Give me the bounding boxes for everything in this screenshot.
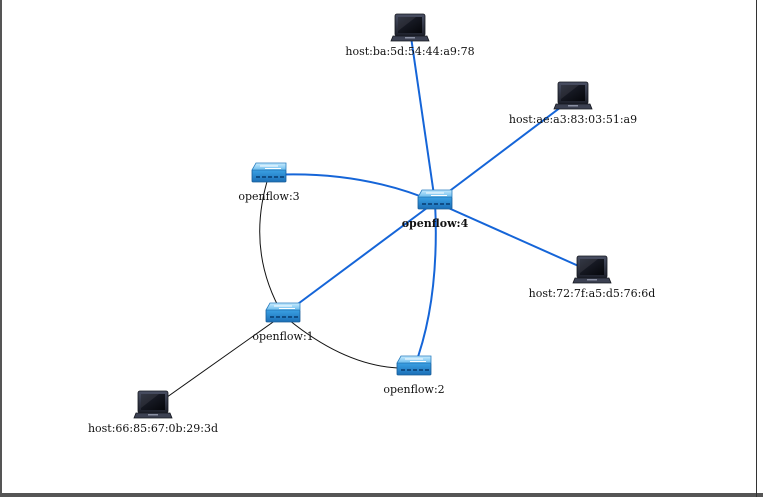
node-label: host:ae:a3:83:03:51:a9 [509, 113, 637, 126]
node-label: openflow:2 [383, 383, 444, 396]
links-layer [152, 29, 593, 408]
switch-icon [396, 355, 432, 376]
link-openflow-4-to-host-72-7f-a5-d5-76-6d[interactable] [434, 201, 593, 273]
host-node-host-ba-5d-54-44-a9-78[interactable]: host:ba:5d:54:44:a9:78 [345, 13, 475, 58]
link-openflow-4-to-openflow-1[interactable] [282, 201, 436, 316]
switch-icon [265, 302, 301, 323]
node-label: openflow:3 [238, 190, 299, 203]
link-openflow-4-to-openflow-2[interactable] [413, 201, 437, 369]
laptop-icon [390, 13, 430, 42]
link-openflow-4-to-host-ba-5d-54-44-a9-78[interactable] [409, 29, 436, 203]
canvas-divider [756, 0, 757, 497]
nodes-layer: host:ba:5d:54:44:a9:78 host:ae:a3:83:03:5… [88, 13, 656, 435]
switch-node-openflow-2[interactable]: openflow:2 [383, 355, 445, 396]
switch-node-openflow-1[interactable]: openflow:1 [252, 302, 314, 343]
laptop-icon [553, 81, 593, 110]
node-label: openflow:4 [402, 217, 469, 230]
host-node-host-ae-a3-83-03-51-a9[interactable]: host:ae:a3:83:03:51:a9 [509, 81, 637, 126]
host-node-host-72-7f-a5-d5-76-6d[interactable]: host:72:7f:a5:d5:76:6d [529, 255, 656, 300]
node-label: host:66:85:67:0b:29:3d [88, 422, 218, 435]
laptop-icon [572, 255, 612, 284]
switch-icon [417, 189, 453, 210]
link-openflow-3-to-openflow-1[interactable] [259, 174, 284, 316]
link-openflow-4-to-host-ae-a3-83-03-51-a9[interactable] [434, 97, 574, 203]
laptop-icon [133, 390, 173, 419]
switch-icon [251, 162, 287, 183]
switch-node-openflow-4[interactable]: openflow:4 [402, 189, 469, 230]
node-label: host:ba:5d:54:44:a9:78 [345, 45, 474, 58]
link-openflow-1-to-host-66-85-67-0b-29-3d[interactable] [152, 314, 284, 408]
node-label: openflow:1 [252, 330, 313, 343]
host-node-host-66-85-67-0b-29-3d[interactable]: host:66:85:67:0b:29:3d [88, 390, 218, 435]
link-openflow-4-to-openflow-3[interactable] [268, 173, 436, 203]
node-label: host:72:7f:a5:d5:76:6d [529, 287, 656, 300]
switch-node-openflow-3[interactable]: openflow:3 [238, 162, 300, 203]
